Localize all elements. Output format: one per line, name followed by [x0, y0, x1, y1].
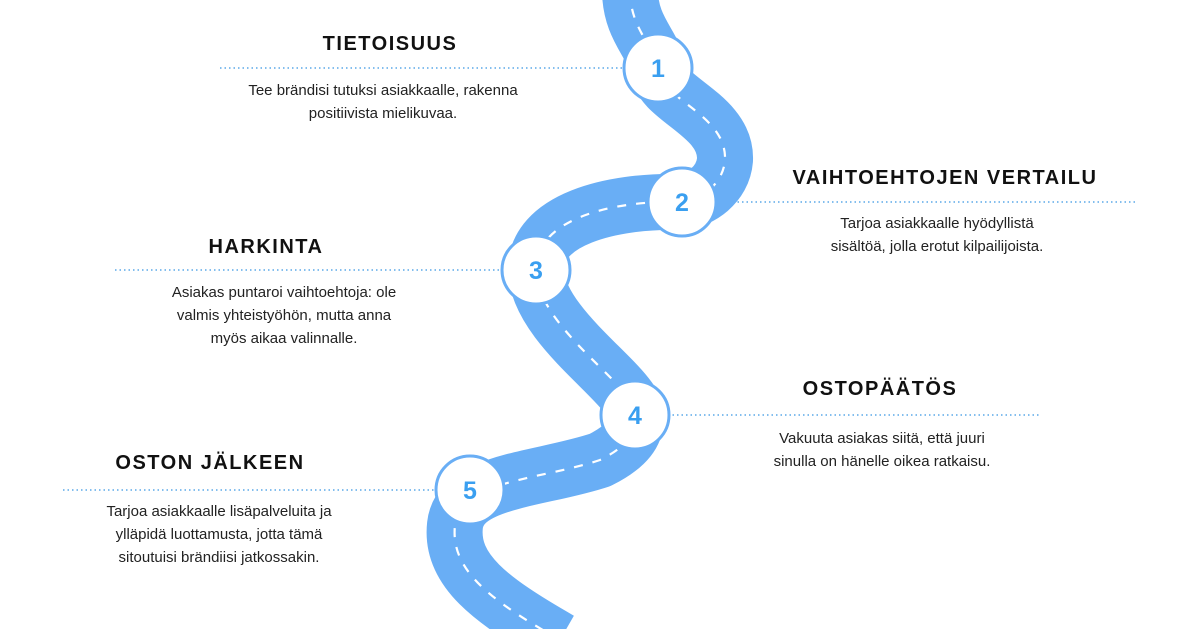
stage-2-number: 2	[675, 189, 689, 217]
stage-5-title: OSTON JÄLKEEN	[115, 452, 305, 474]
stage-1-number: 1	[651, 55, 665, 83]
stage-3-number: 3	[529, 257, 543, 285]
stage-2-marker: 2	[646, 166, 718, 238]
stage-3-marker: 3	[500, 234, 572, 306]
stage-2-marker-circle	[646, 166, 718, 238]
stage-4-marker-circle	[599, 379, 671, 451]
stage-5-description-line: sitoutuisi brändiisi jatkossakin.	[118, 549, 320, 566]
road-center-line	[453, 0, 727, 629]
stage-3-description-line: myös aikaa valinnalle.	[210, 330, 358, 347]
stage-3-title: HARKINTA	[208, 236, 324, 258]
stage-2-description: Tarjoa asiakkaalle hyödyllistä sisältöä,…	[831, 212, 1044, 258]
stage-4-description-line: Vakuuta asiakas siitä, että juuri	[779, 430, 985, 447]
stage-5-marker-circle	[434, 454, 506, 526]
stage-4-description: Vakuuta asiakas siitä, että juuri sinull…	[774, 427, 991, 473]
connector-lines	[63, 67, 1138, 491]
stage-1-marker: 1	[622, 32, 694, 104]
stage-3-description-line: Asiakas puntaroi vaihtoehtoja: ole	[171, 284, 397, 301]
stage-5-description-line: Tarjoa asiakkaalle lisäpalveluita ja	[106, 503, 332, 520]
stage-3-marker-circle	[500, 234, 572, 306]
stage-4-title: OSTOPÄÄTÖS	[802, 378, 958, 400]
stage-1-description-line: positiivista mielikuvaa.	[308, 105, 458, 122]
stage-3-description: Asiakas puntaroi vaihtoehtoja: ole valmi…	[172, 281, 396, 350]
stage-1-description-line: Tee brändisi tutuksi asiakkaalle, rakenn…	[248, 82, 518, 99]
stage-1-title: TIETOISUUS	[322, 33, 458, 55]
stage-4-marker: 4	[599, 379, 671, 451]
stage-2-description-line: sisältöä, jolla erotut kilpailijoista.	[830, 238, 1044, 255]
stage-5-number: 5	[463, 477, 477, 505]
stage-2-title: VAIHTOEHTOJEN VERTAILU	[792, 167, 1098, 189]
stage-1-description: Tee brändisi tutuksi asiakkaalle, rakenn…	[248, 79, 517, 125]
stage-1-marker-circle	[622, 32, 694, 104]
stage-5-description: Tarjoa asiakkaalle lisäpalveluita ja yll…	[106, 500, 331, 569]
stage-5-marker: 5	[434, 454, 506, 526]
stage-2-description-line: Tarjoa asiakkaalle hyödyllistä	[840, 215, 1034, 232]
stage-4-number: 4	[628, 402, 642, 430]
stage-4-description-line: sinulla on hänelle oikea ratkaisu.	[773, 453, 991, 470]
stage-5-description-line: ylläpidä luottamusta, jotta tämä	[115, 526, 323, 543]
stage-markers: 1 2 3 4 5	[434, 32, 718, 526]
stage-3-description-line: valmis yhteistyöhön, mutta anna	[176, 307, 392, 324]
